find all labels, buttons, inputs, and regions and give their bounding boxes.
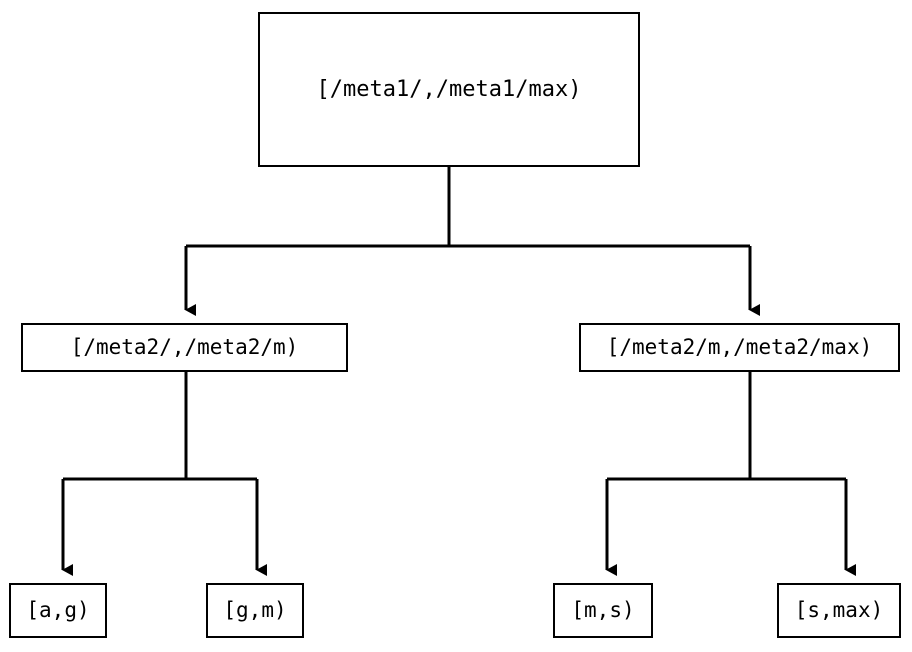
node-leaf-a-g-label: [a,g) [26, 598, 90, 622]
node-meta2-upper[interactable]: [/meta2/m,/meta2/max) [579, 323, 900, 372]
node-leaf-m-s[interactable]: [m,s) [553, 583, 653, 638]
node-meta2-upper-label: [/meta2/m,/meta2/max) [606, 335, 873, 359]
node-root[interactable]: [/meta1/,/meta1/max) [258, 12, 640, 167]
node-meta2-lower-label: [/meta2/,/meta2/m) [70, 335, 299, 359]
node-leaf-g-m[interactable]: [g,m) [206, 583, 304, 638]
node-leaf-g-m-label: [g,m) [223, 598, 287, 622]
node-leaf-a-g[interactable]: [a,g) [9, 583, 107, 638]
node-leaf-s-max[interactable]: [s,max) [777, 583, 901, 638]
node-root-label: [/meta1/,/meta1/max) [316, 76, 582, 102]
node-leaf-m-s-label: [m,s) [571, 598, 635, 622]
node-leaf-s-max-label: [s,max) [794, 598, 884, 622]
node-meta2-lower[interactable]: [/meta2/,/meta2/m) [21, 323, 348, 372]
